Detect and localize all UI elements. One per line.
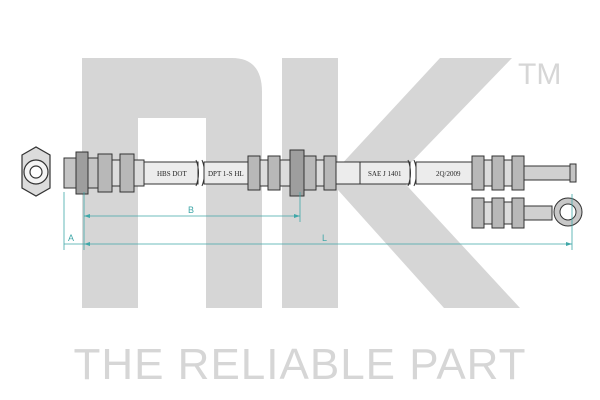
hose-marking-4: 2Q/2009 [436, 170, 461, 178]
trademark-symbol: TM [518, 58, 562, 91]
hose-segment-3 [359, 159, 473, 187]
brand-slogan: THE RELIABLE PART [73, 340, 527, 389]
banjo-fitting [471, 197, 583, 229]
hose-marking-2: DPT 1-S HL [208, 170, 244, 178]
dimension-a-label: A [68, 233, 74, 243]
hose-segment-2 [203, 149, 361, 197]
hose-marking-1: HBS DOT [157, 170, 187, 178]
fitting-end-view [21, 146, 51, 197]
hose-segment-1 [143, 159, 205, 187]
dimension-lines [63, 192, 573, 250]
left-fitting [63, 151, 145, 195]
hose-marking-3: SAE J 1401 [368, 170, 402, 178]
dimension-l-label: L [322, 233, 327, 243]
right-fitting [471, 155, 577, 191]
dimension-b-label: B [188, 205, 194, 215]
